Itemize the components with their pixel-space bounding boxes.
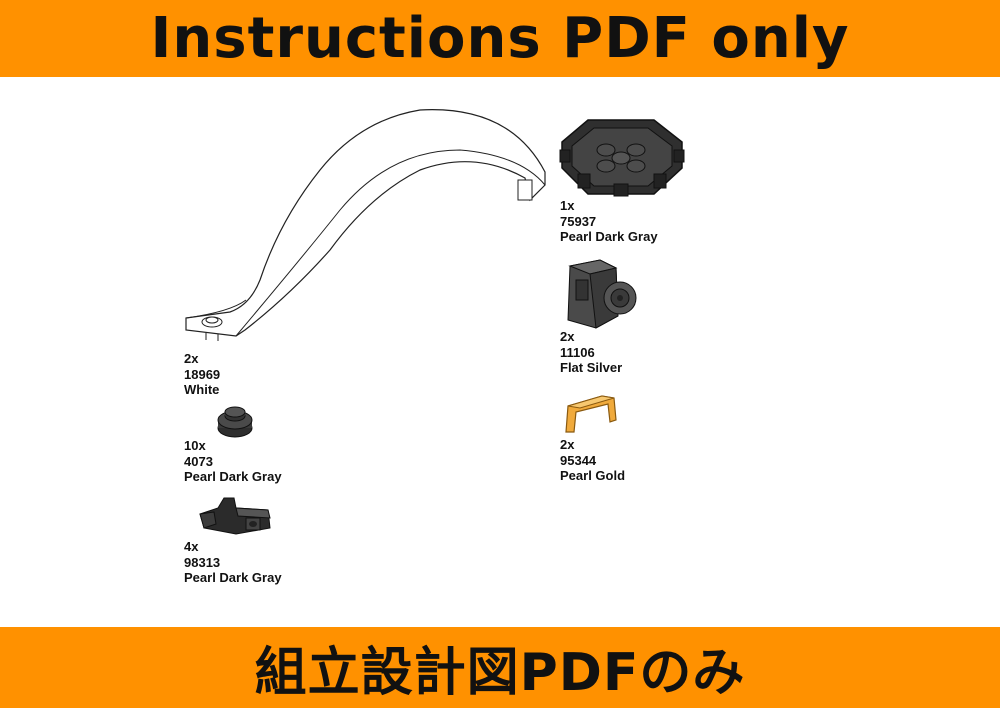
part-id: 75937 bbox=[560, 213, 597, 229]
part-color: Pearl Dark Gray bbox=[184, 469, 282, 484]
part-qty: 10x bbox=[184, 438, 206, 453]
part-qty: 4x bbox=[184, 539, 199, 554]
part-id: 18969 bbox=[184, 366, 221, 382]
header-title: Instructions PDF only bbox=[150, 6, 850, 71]
part-id: 98313 bbox=[184, 554, 221, 570]
part-qty: 1x bbox=[560, 198, 575, 213]
header-banner: Instructions PDF only bbox=[0, 0, 1000, 77]
part-label-95344: 2x 95344 Pearl Gold bbox=[560, 437, 625, 484]
part-id: 4073 bbox=[184, 453, 213, 469]
part-color: Pearl Dark Gray bbox=[184, 570, 282, 585]
round-plate-icon bbox=[217, 406, 253, 438]
part-label-11106: 2x 11106 Flat Silver bbox=[560, 329, 622, 376]
bar-handle-icon bbox=[565, 395, 617, 433]
part-qty: 2x bbox=[184, 351, 199, 366]
curved-slope-icon bbox=[185, 109, 546, 341]
part-qty: 2x bbox=[560, 437, 575, 452]
part-label-75937: 1x 75937 Pearl Dark Gray bbox=[560, 198, 658, 245]
part-label-98313: 4x 98313 Pearl Dark Gray bbox=[184, 539, 282, 586]
part-qty: 2x bbox=[560, 329, 575, 344]
clip-plate-icon bbox=[199, 497, 271, 535]
part-label-18969: 2x 18969 White bbox=[184, 351, 220, 398]
part-color: Pearl Dark Gray bbox=[560, 229, 658, 244]
part-color: Flat Silver bbox=[560, 360, 623, 375]
footer-title: 組立設計図PDFのみ bbox=[254, 643, 746, 703]
octagonal-plate-icon bbox=[559, 119, 685, 197]
part-id: 11106 bbox=[560, 344, 595, 360]
footer-banner: 組立設計図PDFのみ bbox=[0, 627, 1000, 708]
part-id: 95344 bbox=[560, 452, 597, 468]
part-color: Pearl Gold bbox=[560, 468, 626, 483]
part-color: White bbox=[184, 382, 220, 397]
part-label-4073: 10x 4073 Pearl Dark Gray bbox=[184, 438, 282, 485]
bracket-brick-icon bbox=[567, 259, 637, 329]
